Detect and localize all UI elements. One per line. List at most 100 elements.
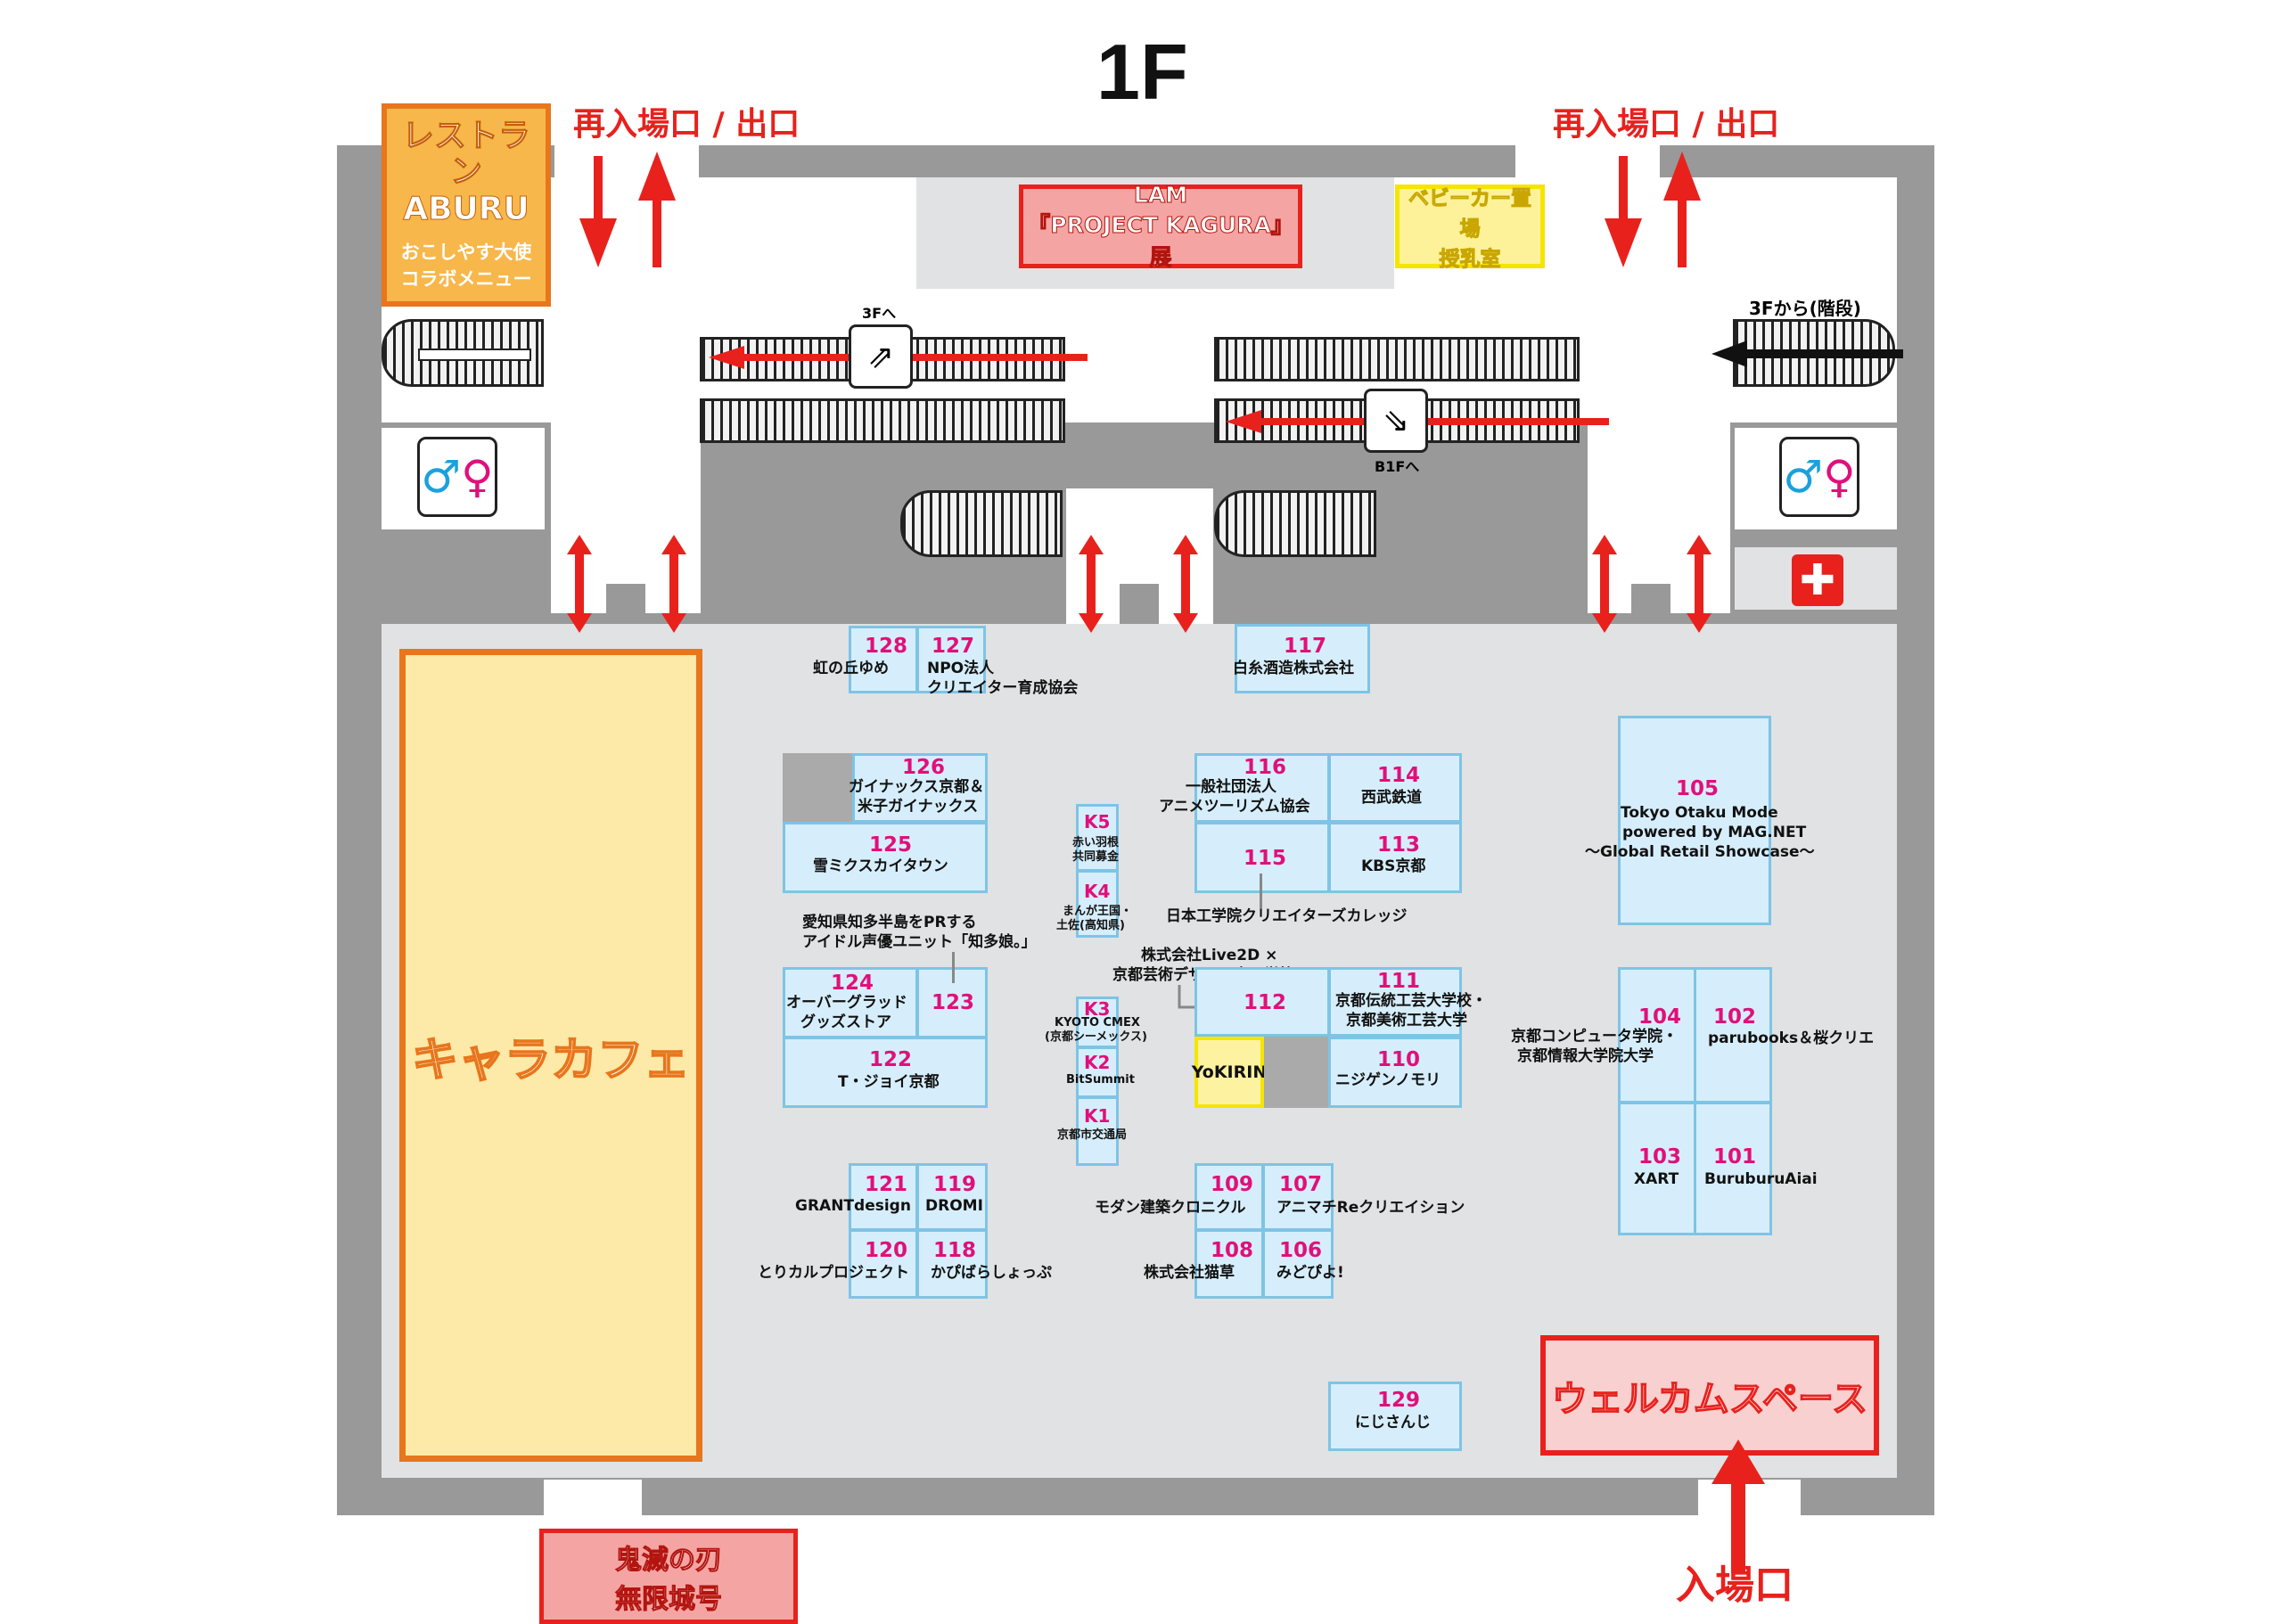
- restaurant-sub-1: おこしやす大使: [400, 242, 532, 263]
- booth-117[interactable]: [1235, 624, 1370, 693]
- booth-109-number: 109: [1211, 1173, 1254, 1196]
- up-arrow-icon: [1663, 152, 1701, 267]
- booth-125[interactable]: [783, 822, 988, 893]
- exit-arrows-right: [1605, 152, 1701, 267]
- booth-112-callout-1: 株式会社Live2D ×: [1141, 947, 1278, 964]
- top-wall-gap-left: [554, 145, 699, 177]
- booth-102-number: 102: [1713, 1005, 1757, 1029]
- booth-113-name: KBS京都: [1361, 857, 1426, 875]
- booth-113[interactable]: [1328, 822, 1462, 893]
- welcome-space[interactable]: ウェルカムスペース: [1540, 1335, 1879, 1456]
- booth-110-number: 110: [1377, 1048, 1421, 1071]
- restaurant-title-1: レストラン: [401, 118, 530, 190]
- booth-127[interactable]: [916, 626, 986, 693]
- booth-103[interactable]: [1618, 1102, 1696, 1235]
- booth-116-name-2: アニメツーリズム協会: [1159, 798, 1310, 816]
- booth-124-name-1: オーバーグラッド: [786, 994, 907, 1012]
- booth-103-name: XART: [1634, 1170, 1679, 1188]
- booth-k2-name: BitSummit: [1066, 1073, 1135, 1087]
- booth-126-name-1: ガイナックス京都＆: [849, 778, 985, 796]
- pillar-center: [1120, 584, 1159, 624]
- booth-106[interactable]: [1262, 1229, 1334, 1299]
- booth-120-name: とりカルプロジェクト: [758, 1264, 909, 1282]
- lam-project-kagura[interactable]: LAM 『PROJECT KAGURA』展: [1019, 181, 1302, 270]
- booth-106-number: 106: [1279, 1239, 1323, 1262]
- booth-yokirin[interactable]: YoKIRIN: [1191, 1037, 1268, 1108]
- booth-123-number: 123: [932, 991, 975, 1014]
- booth-127-name-2: クリエイター育成協会: [927, 679, 1079, 697]
- booth-117-name: 白糸酒造株式会社: [1233, 660, 1354, 677]
- booth-122[interactable]: [783, 1037, 988, 1108]
- floor-title: 1F: [1096, 28, 1188, 116]
- booth-yokirin-name: YoKIRIN: [1191, 1062, 1268, 1082]
- escalator-down-icon: ⇘: [1364, 389, 1428, 453]
- booth-129[interactable]: [1328, 1382, 1462, 1451]
- booth-123-callout-line: [952, 952, 955, 983]
- booth-104-number: 104: [1638, 1005, 1682, 1029]
- booth-104-name-2: 京都情報大学院大学: [1517, 1047, 1654, 1065]
- booth-101[interactable]: [1694, 1102, 1772, 1235]
- exit-arrows-left: [579, 152, 676, 267]
- booth-126-grey-block: [783, 753, 854, 823]
- booth-127-name-1: NPO法人: [927, 660, 995, 677]
- restaurant-aburu[interactable]: レストラン ABURU おこしやす大使 コラボメニュー: [382, 103, 551, 307]
- booth-k3-name-1: KYOTO CMEX: [1055, 1016, 1140, 1029]
- booth-122-name: T・ジョイ京都: [838, 1073, 940, 1091]
- booth-k2-number: K2: [1084, 1052, 1111, 1073]
- booth-115-callout-line: [1260, 874, 1262, 909]
- booth-k3-number: K3: [1084, 998, 1111, 1020]
- booth-116-number: 116: [1244, 756, 1287, 779]
- booth-128-name: 虹の丘ゆめ: [813, 660, 889, 677]
- escalator-down-label: B1Fへ: [1375, 458, 1420, 475]
- stroller-nursing-room[interactable]: ベビーカー置場 授乳室: [1395, 185, 1545, 272]
- booth-108-number: 108: [1211, 1239, 1254, 1262]
- escalator-lower-left: [900, 490, 1063, 557]
- booth-104-name-1: 京都コンピュータ学院・: [1511, 1028, 1678, 1046]
- booth-105[interactable]: [1618, 716, 1771, 925]
- escalator-down-1: [1214, 337, 1580, 381]
- booth-118[interactable]: [916, 1229, 988, 1299]
- booth-k5[interactable]: [1076, 804, 1119, 872]
- booth-106-name: みどぴよ!: [1276, 1264, 1344, 1282]
- booth-123-callout-2: アイドル声優ユニット「知多娘。」: [802, 933, 1037, 951]
- booth-116[interactable]: [1194, 753, 1330, 823]
- booth-119-number: 119: [933, 1173, 977, 1196]
- booth-128-number: 128: [865, 635, 908, 658]
- booth-111[interactable]: [1328, 967, 1462, 1037]
- booth-129-name: にじさんじ: [1355, 1414, 1431, 1431]
- restaurant-sub-2: コラボメニュー: [400, 268, 532, 290]
- booth-k1[interactable]: [1076, 1096, 1119, 1166]
- down-arrow-icon: [579, 156, 617, 267]
- babycar-line-1: ベビーカー置場: [1408, 187, 1532, 242]
- booth-112[interactable]: [1194, 967, 1330, 1037]
- booth-126-name-2: 米子ガイナックス: [858, 798, 979, 816]
- booth-126[interactable]: [852, 753, 988, 823]
- booth-118-name: かぴばらしょっぷ: [931, 1264, 1052, 1282]
- first-aid-icon: ✚: [1792, 554, 1843, 606]
- chara-cafe[interactable]: キャラカフェ: [399, 649, 702, 1462]
- booth-115-callout: 日本工学院クリエイターズカレッジ: [1166, 907, 1408, 925]
- booth-110[interactable]: [1328, 1037, 1462, 1108]
- escalator-lower-right: [1214, 490, 1376, 557]
- entrance-label: 入場口: [1676, 1562, 1794, 1608]
- babycar-line-2: 授乳室: [1439, 248, 1501, 272]
- booth-109-name: モダン建築クロニクル: [1095, 1199, 1246, 1217]
- booth-k4[interactable]: [1076, 870, 1119, 938]
- escalator-down-flow-arrow: [1226, 410, 1609, 433]
- booth-105-name-3: ～Global Retail Showcase～: [1585, 843, 1815, 861]
- restroom-icon-right: ♂♀: [1779, 437, 1859, 517]
- booth-114[interactable]: [1328, 753, 1462, 823]
- bottom-wall-gap-left: [544, 1480, 642, 1515]
- restaurant-title-2: ABURU: [403, 191, 529, 228]
- booth-125-number: 125: [869, 833, 913, 857]
- booth-115[interactable]: [1194, 822, 1330, 893]
- booth-102[interactable]: [1694, 967, 1772, 1103]
- kimetsu-mugenjo[interactable]: 鬼滅の刃 無限城号: [539, 1529, 798, 1624]
- booth-105-name-1: Tokyo Otaku Mode: [1621, 804, 1778, 822]
- booth-113-number: 113: [1377, 833, 1421, 857]
- bottom-wall-gap-right: [1698, 1480, 1801, 1515]
- booth-119[interactable]: [916, 1163, 988, 1231]
- booth-103-number: 103: [1638, 1145, 1682, 1169]
- booth-k1-number: K1: [1084, 1105, 1111, 1127]
